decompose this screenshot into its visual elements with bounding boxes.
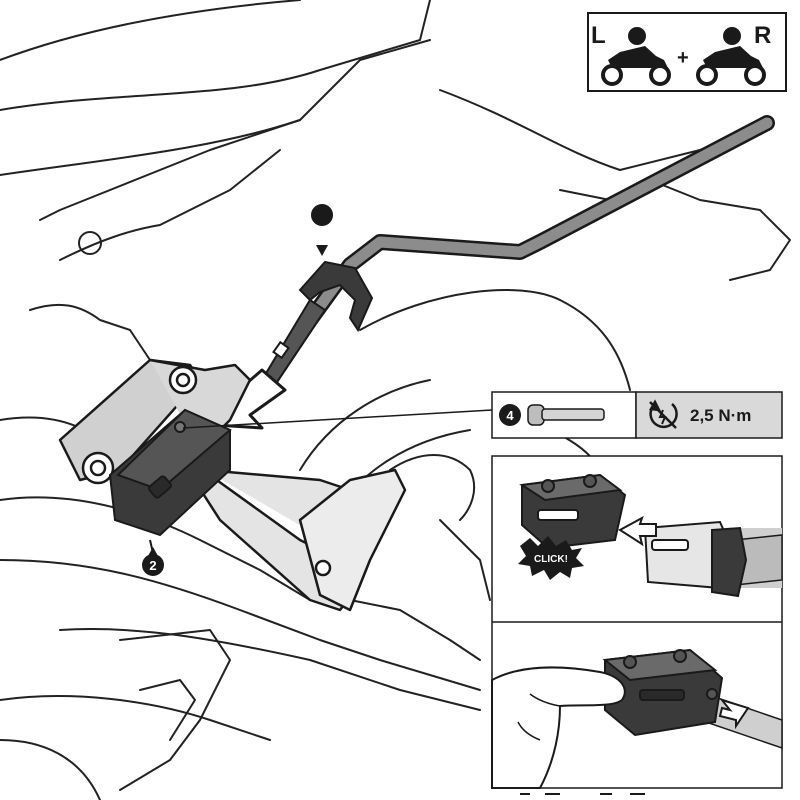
callout-part-2: 2 <box>142 539 164 576</box>
callout-4-number: 4 <box>506 408 514 423</box>
push-arrow-icon <box>618 515 657 547</box>
buckle-block <box>519 473 627 550</box>
support-rod <box>262 115 775 388</box>
callout-part-9: 9 <box>311 204 334 256</box>
side-badge: L R + <box>587 12 787 92</box>
strap-connector <box>643 520 748 598</box>
plus-sign: + <box>677 47 689 69</box>
rod-clamp-sleeve <box>263 260 374 387</box>
screw-icon <box>527 404 605 426</box>
callout-9-number: 9 <box>318 230 325 245</box>
click-step-illustration: CLICK! <box>518 473 783 598</box>
pull-arrow-icon <box>718 698 750 730</box>
click-label: CLICK! <box>534 554 568 565</box>
motorcycle-rider-icon-right <box>696 27 766 86</box>
right-side-label: R <box>754 22 771 49</box>
screw-leader-line <box>182 409 493 429</box>
mount-bracket <box>58 358 407 612</box>
release-buckle <box>602 648 724 737</box>
motorcycle-rider-icon-left <box>601 27 671 86</box>
left-side-label: L <box>591 22 606 49</box>
callout-part-4: 4 <box>499 404 521 426</box>
click-burst-icon: CLICK! <box>518 536 584 580</box>
release-step-illustration <box>491 648 783 789</box>
screw-torque-strip: 4 2,5 N·m <box>491 391 783 439</box>
callout-2-number: 2 <box>149 558 156 573</box>
torque-value: 2,5 N·m <box>690 406 751 425</box>
torque-wrench-icon <box>648 399 678 429</box>
finger-illustration <box>491 666 626 789</box>
mount-block <box>108 408 232 537</box>
